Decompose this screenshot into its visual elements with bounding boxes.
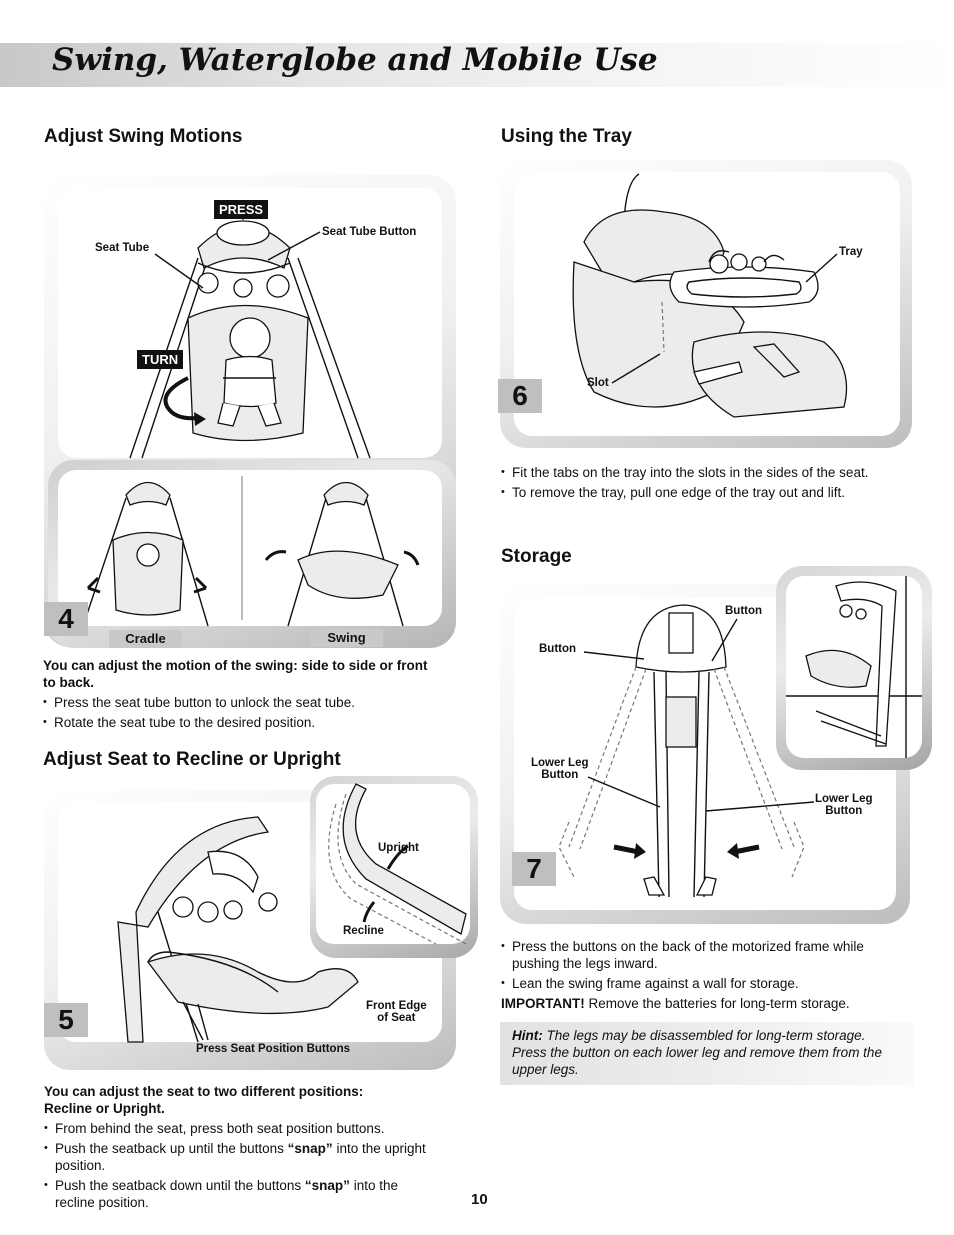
tray-label: Tray [839,246,863,258]
front-edge-line-2: of Seat [377,1012,416,1024]
hint-label: Hint: [512,1028,543,1043]
recline-bullet: Push the seatback up until the buttons “… [44,1140,436,1174]
cradle-swing-illustration [82,476,420,627]
swing-motions-bullet: Press the seat tube button to unlock the… [43,694,443,711]
recline-bullets: From behind the seat, press both seat po… [44,1120,436,1214]
lower-leg-right-line-2: Button [825,805,863,817]
swing-seat-tube-illustration [129,200,371,459]
front-edge-label: Front Edge of Seat [366,1000,427,1024]
swing-motions-intro: You can adjust the motion of the swing: … [43,658,428,690]
recline-bullet: From behind the seat, press both seat po… [44,1120,436,1137]
swing-motions-bullets: Press the seat tube button to unlock the… [43,694,443,734]
storage-heading: Storage [501,546,572,567]
tray-bullet: Fit the tabs on the tray into the slots … [501,464,911,481]
seat-recline-illustration [117,816,359,1043]
tray-heading: Using the Tray [501,126,632,147]
hint-text: The legs may be disassembled for long-te… [512,1028,882,1077]
lower-leg-right-line-1: Lower Leg [815,793,873,805]
page-number: 10 [471,1191,488,1208]
lower-leg-button-label-left: Lower Leg Button [531,757,589,781]
upright-recline-inset-illustration [328,783,467,945]
seat-tube-button-label: Seat Tube Button [322,226,417,238]
turn-tag: TURN [137,350,184,369]
tray-illustration [572,173,848,418]
button-label-top: Button [725,605,763,617]
swing-label-leaders [154,231,321,289]
page-title: Swing, Waterglobe and Mobile Use [52,42,658,78]
seat-tube-label: Seat Tube [95,242,150,254]
storage-bullets: Press the buttons on the back of the mot… [501,938,911,995]
slot-label: Slot [587,377,609,389]
storage-bullet: Press the buttons on the back of the mot… [501,938,911,972]
storage-wall-inset-illustration [786,576,922,758]
swing-motions-heading: Adjust Swing Motions [44,126,243,147]
lower-leg-button-label-right: Lower Leg Button [815,793,873,817]
press-tag: PRESS [214,200,269,219]
important-note: IMPORTANT! Remove the batteries for long… [501,995,911,1012]
important-label: IMPORTANT! [501,996,585,1011]
step-5-badge: 5 [44,1003,88,1037]
tray-label-leaders [611,253,838,384]
recline-heading: Adjust Seat to Recline or Upright [43,749,341,770]
storage-label-leaders [583,618,815,812]
lower-leg-left-line-2: Button [541,769,579,781]
step-7-badge: 7 [512,852,556,886]
button-label-left: Button [539,643,577,655]
front-edge-line-1: Front Edge [366,1000,427,1012]
lower-leg-left-line-1: Lower Leg [531,757,589,769]
important-text: Remove the batteries for long-term stora… [584,996,850,1011]
recline-intro-line-1: You can adjust the seat to two different… [44,1084,364,1099]
press-seat-position-buttons-label: Press Seat Position Buttons [196,1043,351,1055]
title-bar [0,43,954,87]
tray-bullet: To remove the tray, pull one edge of the… [501,484,911,501]
cradle-label: Cradle [109,630,182,648]
swing-label: Swing [310,629,383,647]
tray-bullets: Fit the tabs on the tray into the slots … [501,464,911,504]
recline-intro-line-2: Recline or Upright. [44,1101,165,1116]
upright-label: Upright [378,842,419,854]
recline-bullet: Push the seatback down until the buttons… [44,1177,436,1211]
swing-motions-bullet: Rotate the seat tube to the desired posi… [43,714,443,731]
storage-frame-illustration [558,604,805,898]
step-4-badge: 4 [44,602,88,636]
step-6-badge: 6 [498,379,542,413]
recline-intro: You can adjust the seat to two different… [44,1083,444,1117]
hint-box: Hint: The legs may be disassembled for l… [500,1022,914,1085]
recline-label: Recline [343,925,384,937]
storage-bullet: Lean the swing frame against a wall for … [501,975,911,992]
